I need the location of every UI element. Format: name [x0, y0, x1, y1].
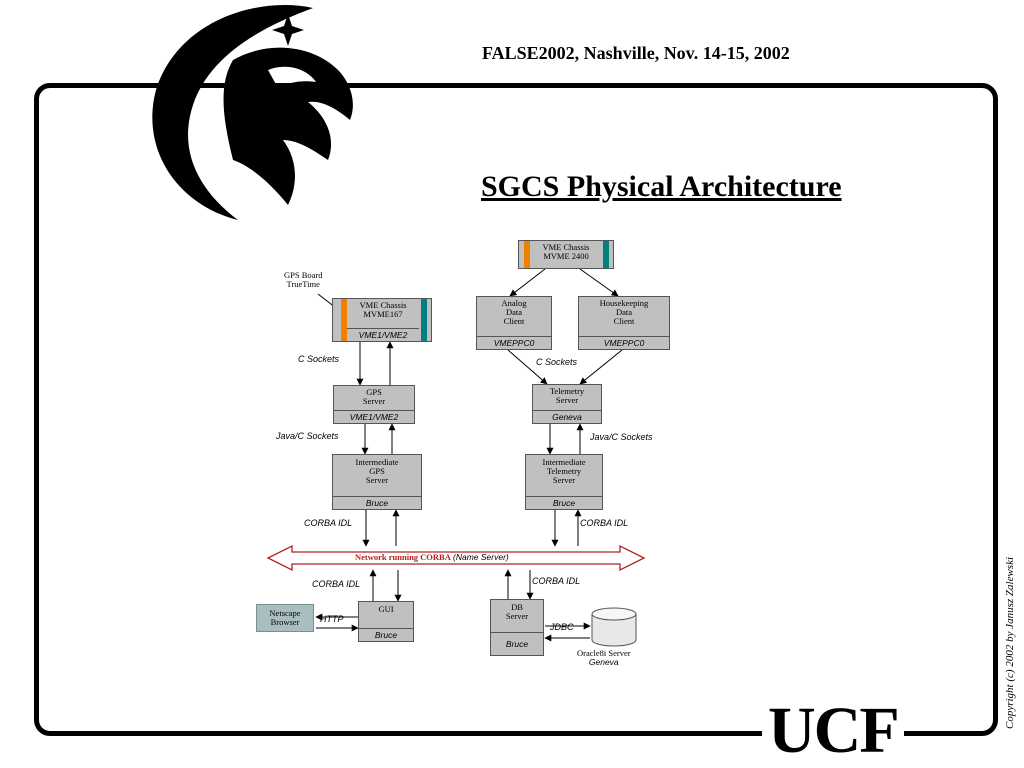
intermediate-gps-server: Intermediate GPS Server Bruce	[332, 454, 422, 510]
corba-idl-label-db: CORBA IDL	[532, 576, 581, 586]
network-label: Network running CORBA (Name Server)	[355, 552, 509, 562]
orange-bar	[341, 299, 347, 341]
http-label: HTTP	[320, 614, 344, 624]
housekeeping-data-client: Housekeeping Data Client VMEPPC0	[578, 296, 670, 350]
jdbc-label: JDBC	[550, 622, 574, 632]
java-sockets-label-left: Java/C Sockets	[276, 431, 339, 441]
corba-idl-label-gui: CORBA IDL	[312, 579, 361, 589]
corba-idl-label-right: CORBA IDL	[580, 518, 629, 528]
teal-bar	[603, 241, 609, 268]
c-sockets-label-right: C Sockets	[536, 357, 578, 367]
ucf-wordmark: UCF	[762, 698, 904, 764]
copyright-notice: Copyright (c) 2002 by Janusz Zalewski	[1004, 556, 1016, 729]
telemetry-server: Telemetry Server Geneva	[532, 384, 602, 424]
netscape-browser: Netscape Browser	[256, 604, 314, 632]
slide-frame	[34, 83, 998, 736]
event-header: FALSE2002, Nashville, Nov. 14-15, 2002	[482, 43, 790, 63]
orange-bar	[524, 241, 530, 268]
vme-chassis-mvme2400: VME Chassis MVME 2400	[518, 240, 614, 269]
intermediate-telemetry-server: Intermediate Telemetry Server Bruce	[525, 454, 603, 510]
oracle-server-label: Oracle8i Server Geneva	[577, 648, 631, 667]
gui-box: GUI Bruce	[358, 601, 414, 642]
slide-title: SGCS Physical Architecture	[481, 170, 842, 203]
vme-chassis-mvme167: VME Chassis MVME167 VME1/VME2	[332, 298, 432, 342]
analog-data-client: Analog Data Client VMEPPC0	[476, 296, 552, 350]
c-sockets-label-left: C Sockets	[298, 354, 340, 364]
teal-bar	[421, 299, 427, 341]
db-server: DB Server Bruce	[490, 599, 544, 656]
gps-server: GPS Server VME1/VME2	[333, 385, 415, 424]
java-sockets-label-right: Java/C Sockets	[590, 432, 653, 442]
gps-board-label: GPS Board TrueTime	[284, 270, 323, 289]
corba-idl-label-left: CORBA IDL	[304, 518, 353, 528]
